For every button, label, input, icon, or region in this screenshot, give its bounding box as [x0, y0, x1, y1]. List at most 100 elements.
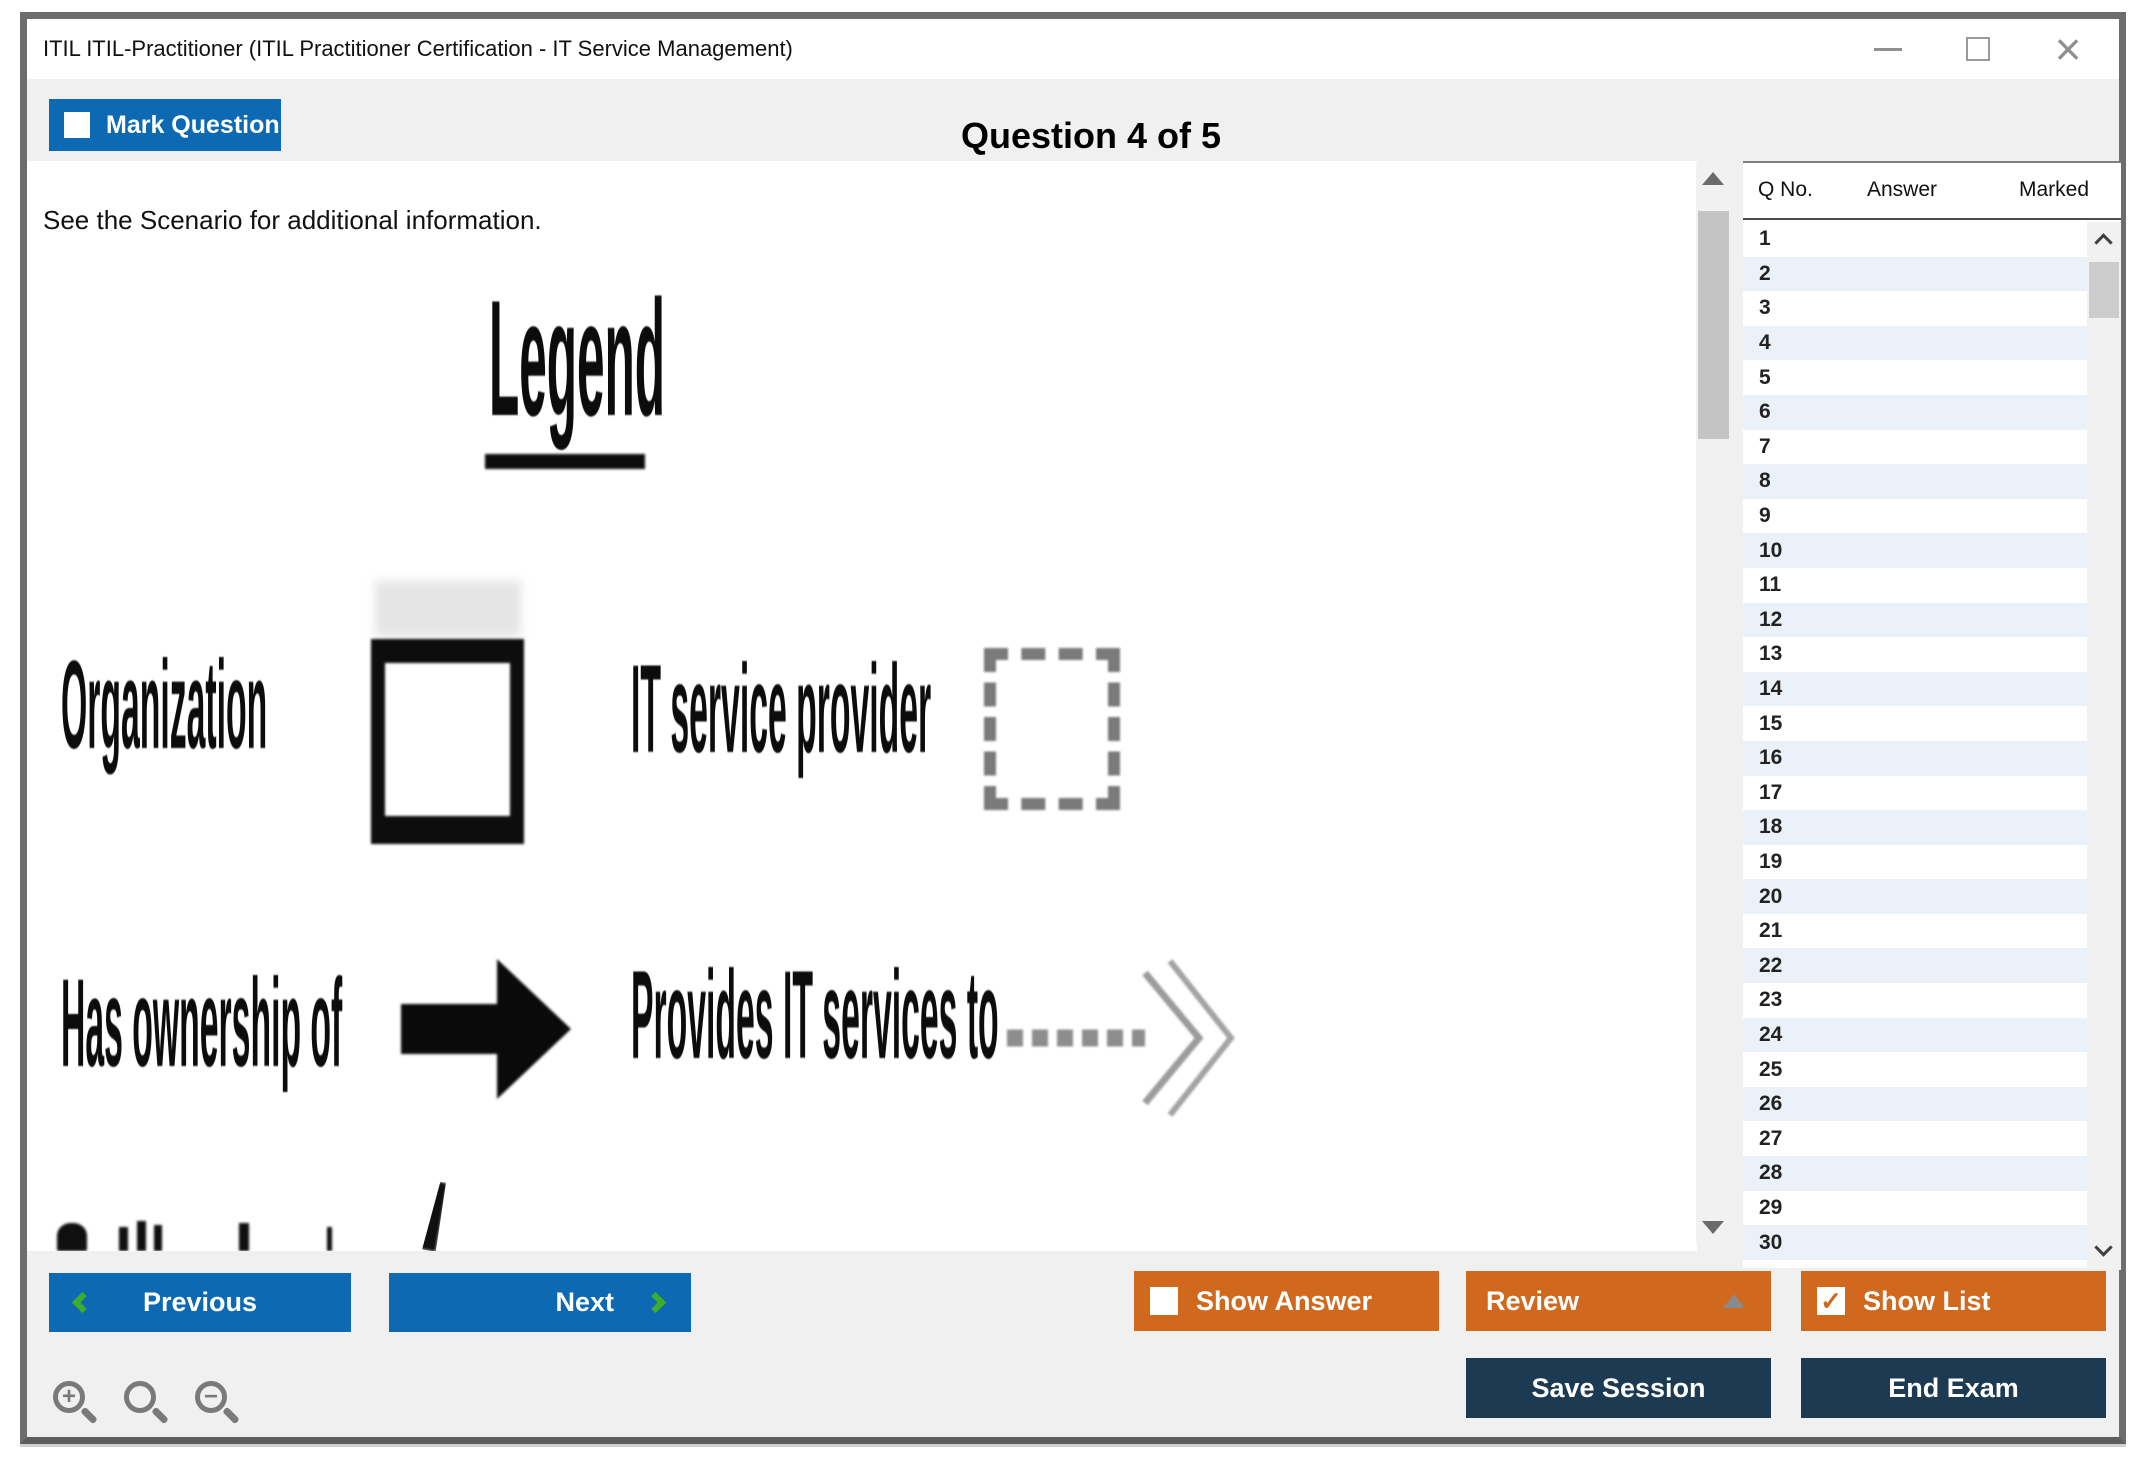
scroll-down-arrow-icon[interactable]	[1702, 1221, 1724, 1234]
clipped-glyph-fragment	[419, 1180, 448, 1251]
zoom-reset-icon[interactable]	[122, 1379, 170, 1431]
check-icon: ✓	[1820, 1286, 1842, 1316]
question-number: 17	[1759, 780, 1783, 804]
question-number: 9	[1759, 504, 1771, 528]
question-row[interactable]: 8	[1743, 464, 2087, 499]
question-number: 14	[1759, 677, 1783, 701]
question-row[interactable]: 10	[1743, 533, 2087, 568]
content-scrollbar-thumb[interactable]	[1698, 211, 1729, 439]
show-answer-checkbox[interactable]	[1150, 1287, 1178, 1315]
question-row[interactable]: 25	[1743, 1052, 2087, 1087]
question-number: 13	[1759, 642, 1783, 666]
question-row[interactable]: 14	[1743, 671, 2087, 707]
question-number: 25	[1759, 1057, 1783, 1081]
zoom-out-icon[interactable]: −	[193, 1379, 241, 1431]
previous-label: Previous	[142, 1287, 258, 1317]
question-row[interactable]: 28	[1743, 1156, 2087, 1191]
window-title: ITIL ITIL-Practitioner (ITIL Practitione…	[43, 36, 793, 61]
question-row[interactable]: 27	[1743, 1121, 2087, 1156]
question-row[interactable]: 16	[1743, 740, 2087, 776]
question-row[interactable]: 1	[1743, 222, 2087, 257]
clipped-glyph-fragment	[239, 1223, 249, 1251]
save-session-label: Save Session	[1531, 1372, 1706, 1403]
question-number: 24	[1759, 1022, 1783, 1046]
content-scrollbar[interactable]	[1696, 163, 1731, 1243]
question-number: 21	[1759, 919, 1783, 943]
column-header-qno: Q No.	[1758, 178, 1813, 201]
question-row[interactable]: 24	[1743, 1017, 2087, 1053]
triangle-up-icon	[1723, 1294, 1745, 1308]
question-row[interactable]: 19	[1743, 845, 2087, 880]
question-row[interactable]: 17	[1743, 776, 2087, 811]
scenario-note: See the Scenario for additional informat…	[43, 205, 542, 235]
question-row[interactable]: 21	[1743, 914, 2087, 949]
next-button[interactable]: Next	[389, 1273, 691, 1332]
question-row[interactable]: 29	[1743, 1191, 2087, 1226]
review-label: Review	[1486, 1285, 1580, 1316]
zoom-toolbar: + −	[51, 1379, 241, 1431]
question-number: 11	[1759, 573, 1782, 597]
question-row[interactable]: 18	[1743, 810, 2087, 845]
solid-arrow-icon	[401, 959, 571, 1099]
question-row[interactable]: 2	[1743, 256, 2087, 292]
review-button[interactable]: Review	[1466, 1271, 1771, 1331]
column-header-answer: Answer	[1867, 178, 1938, 201]
scroll-down-chevron-icon[interactable]	[2094, 1238, 2113, 1257]
question-row[interactable]: 23	[1743, 983, 2087, 1018]
question-content-pane: See the Scenario for additional informat…	[27, 161, 1697, 1251]
clipped-glyph-fragment	[154, 1225, 162, 1251]
scroll-up-arrow-icon[interactable]	[1702, 172, 1724, 185]
chevron-left-icon	[71, 1291, 94, 1314]
window-controls: ×	[1871, 19, 2085, 79]
question-row[interactable]: 5	[1743, 360, 2087, 395]
question-row[interactable]: 30	[1743, 1225, 2087, 1260]
question-number: 4	[1759, 331, 1771, 355]
question-row[interactable]: 4	[1743, 325, 2087, 361]
column-header-marked: Marked	[2019, 178, 2090, 201]
question-row[interactable]: 26	[1743, 1086, 2087, 1122]
header-bar: Mark Question	[27, 79, 2119, 161]
save-session-button[interactable]: Save Session	[1466, 1358, 1771, 1418]
show-list-button[interactable]: ✓ Show List	[1801, 1271, 2106, 1331]
question-row[interactable]: 3	[1743, 291, 2087, 326]
legend-title: Legend	[489, 266, 666, 450]
maximize-button[interactable]	[1961, 29, 1995, 69]
scroll-up-chevron-icon[interactable]	[2094, 233, 2113, 252]
exam-window: ITIL ITIL-Practitioner (ITIL Practitione…	[20, 12, 2126, 1444]
question-row[interactable]: 12	[1743, 602, 2087, 638]
question-number: 1	[1759, 227, 1771, 251]
show-list-checkbox[interactable]: ✓	[1817, 1287, 1845, 1315]
question-row[interactable]: 13	[1743, 637, 2087, 672]
question-list-scrollbar[interactable]	[2087, 222, 2121, 1270]
question-number: 16	[1759, 746, 1783, 770]
mark-question-button[interactable]: Mark Question	[49, 99, 281, 151]
question-number: 18	[1759, 815, 1783, 839]
question-number: 28	[1759, 1161, 1783, 1185]
question-list-scrollbar-thumb[interactable]	[2089, 262, 2119, 318]
question-row[interactable]: 6	[1743, 394, 2087, 430]
question-row[interactable]: 15	[1743, 706, 2087, 741]
previous-button[interactable]: Previous	[49, 1273, 351, 1332]
legend-title-underline	[485, 454, 645, 469]
question-row[interactable]: 9	[1743, 499, 2087, 534]
legend-label-it-service-provider: IT service provider	[631, 640, 932, 779]
question-row[interactable]: 7	[1743, 430, 2087, 465]
minimize-button[interactable]	[1871, 29, 1905, 69]
question-row[interactable]: 11	[1743, 568, 2087, 603]
clipped-glyph-fragment	[119, 1227, 128, 1251]
close-button[interactable]: ×	[2051, 26, 2085, 72]
question-number: 27	[1759, 1126, 1783, 1150]
mark-question-checkbox[interactable]	[64, 112, 90, 138]
end-exam-button[interactable]: End Exam	[1801, 1358, 2106, 1418]
dashed-rectangle-symbol	[984, 648, 1120, 810]
question-row[interactable]: 22	[1743, 948, 2087, 984]
clipped-glyph-fragment	[57, 1223, 87, 1251]
question-number: 26	[1759, 1092, 1783, 1116]
question-row[interactable]: 20	[1743, 879, 2087, 914]
show-answer-button[interactable]: Show Answer	[1134, 1271, 1439, 1331]
title-bar: ITIL ITIL-Practitioner (ITIL Practitione…	[27, 19, 2119, 79]
minimize-icon	[1874, 47, 1902, 51]
question-number: 12	[1759, 607, 1783, 631]
zoom-in-icon[interactable]: +	[51, 1379, 99, 1431]
